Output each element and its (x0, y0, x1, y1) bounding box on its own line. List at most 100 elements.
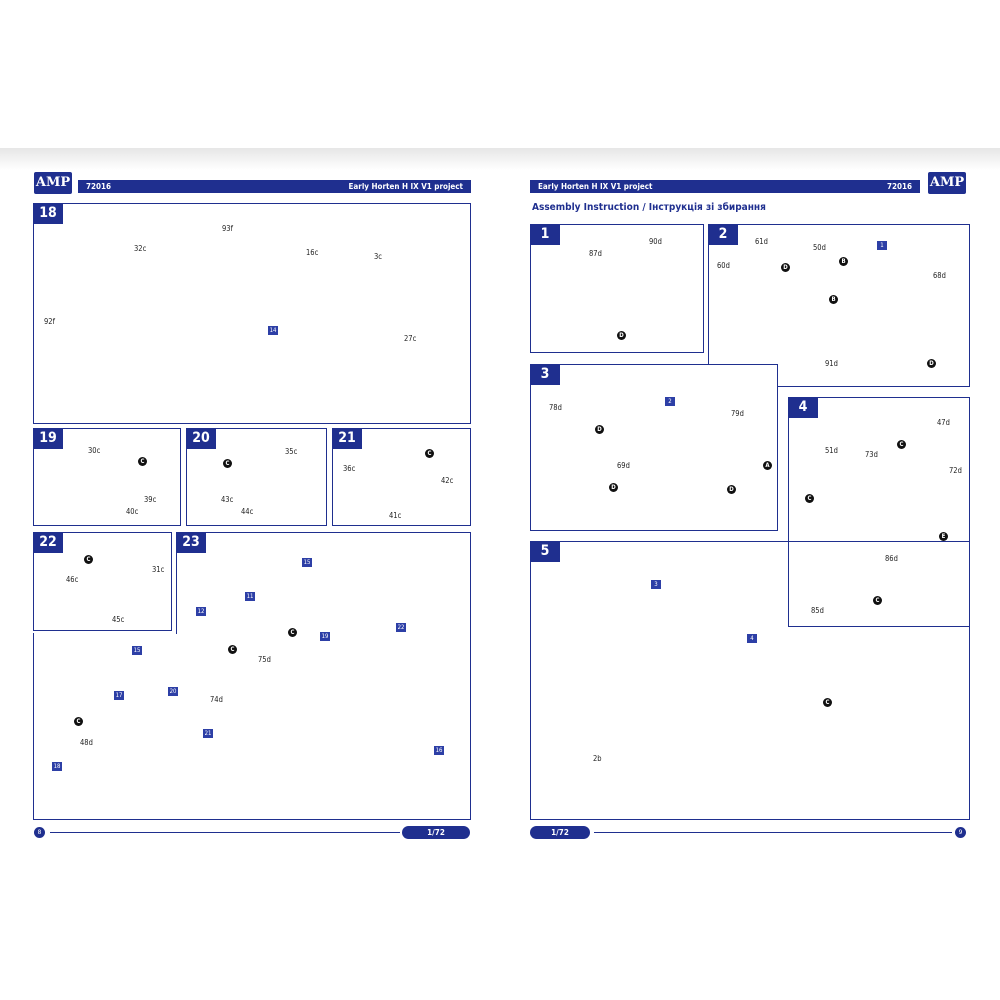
step-19-panel: 19 30c 39c 40c C (33, 428, 181, 526)
page-number-left: 8 (34, 827, 45, 838)
callout-dot: C (84, 555, 93, 564)
part-label: 87d (589, 249, 602, 258)
step-number: 5 (530, 541, 560, 562)
callout-dot: D (595, 425, 604, 434)
step-ref-badge: 20 (168, 687, 178, 696)
part-label: 68d (933, 271, 946, 280)
step-ref-badge: 4 (747, 634, 757, 643)
step-number: 1 (530, 224, 560, 245)
amp-logo-right: AMP (928, 172, 966, 194)
step-5-panel: 5 2b 3 4 C (530, 541, 970, 820)
kit-number-right: 72016 (886, 182, 912, 191)
step-20-panel: 20 35c 43c 44c C (186, 428, 327, 526)
step-number: 19 (33, 428, 63, 449)
part-label: 36c (343, 464, 356, 473)
step-ref-badge: 19 (320, 632, 330, 641)
part-label: 35c (285, 447, 298, 456)
callout-dot: A (763, 461, 772, 470)
kit-title-right: Early Horten H IX V1 project (538, 182, 653, 191)
header-right: Early Horten H IX V1 project 72016 (530, 180, 920, 193)
step-ref-badge: 18 (52, 762, 62, 771)
part-label: 32c (134, 244, 147, 253)
part-label: 69d (617, 461, 630, 470)
part-label: 72d (949, 466, 962, 475)
step-ref-badge: 17 (114, 691, 124, 700)
step-18-panel: 18 32c 93f 16c 3c 92f 27c 14 (33, 203, 471, 424)
step-ref-badge: 1 (877, 241, 887, 250)
amp-logo-left: AMP (34, 172, 72, 194)
step-3-panel: 3 78d 79d 69d 2 D D A D (530, 364, 778, 531)
page-number-right: 9 (955, 827, 966, 838)
part-label: 60d (717, 261, 730, 270)
step-ref-badge: 15 (302, 558, 312, 567)
callout-dot: D (609, 483, 618, 492)
step-21-panel: 21 36c 42c 41c C (332, 428, 471, 526)
part-label: 3c (374, 252, 383, 261)
step-2-panel: 2 61d 50d 60d 68d 91d 1 D B B D (708, 224, 970, 387)
part-label: 44c (241, 507, 254, 516)
callout-dot: C (425, 449, 434, 458)
part-label: 78d (549, 403, 562, 412)
callout-dot: B (829, 295, 838, 304)
step-ref-badge: 21 (203, 729, 213, 738)
callout-dot: D (781, 263, 790, 272)
step-ref-badge: 16 (434, 746, 444, 755)
step-22-panel: 22 31c 46c 45c C (33, 532, 172, 631)
step-number: 4 (788, 397, 818, 418)
step-ref-badge: 3 (651, 580, 661, 589)
step-number: 20 (186, 428, 216, 449)
part-label: 86d (885, 554, 898, 563)
part-label: 61d (755, 237, 768, 246)
part-label: 92f (44, 317, 55, 326)
scale-badge-right: 1/72 (530, 826, 590, 839)
part-label: 91d (825, 359, 838, 368)
part-label: 31c (152, 565, 165, 574)
part-label: 85d (811, 606, 824, 615)
header-left: 72016 Early Horten H IX V1 project (78, 180, 471, 193)
callout-dot: C (228, 645, 237, 654)
part-label: 27c (404, 334, 417, 343)
part-label: 51d (825, 446, 838, 455)
callout-dot: C (223, 459, 232, 468)
part-label: 40c (126, 507, 139, 516)
step-1-panel: 1 87d 90d D (530, 224, 704, 353)
part-label: 41c (389, 511, 402, 520)
step-number: 23 (176, 532, 206, 553)
part-label: 74d (210, 695, 223, 704)
footer-line-right (594, 832, 952, 834)
callout-dot: B (839, 257, 848, 266)
callout-dot: C (823, 698, 832, 707)
part-label: 47d (937, 418, 950, 427)
assembly-subtitle: Assembly Instruction / Інструкція зі зби… (532, 202, 766, 213)
top-shadow-band (0, 148, 1000, 170)
step-23-panel: 23 (176, 532, 471, 634)
callout-dot: D (927, 359, 936, 368)
step-23-lower: 74d 75d 48d (33, 633, 471, 820)
callout-dot: C (873, 596, 882, 605)
callout-dot: C (288, 628, 297, 637)
part-label: 2b (593, 754, 602, 763)
part-label: 50d (813, 243, 826, 252)
footer-line-left (50, 832, 400, 834)
callout-dot: D (617, 331, 626, 340)
part-label: 30c (88, 446, 101, 455)
part-label: 42c (441, 476, 454, 485)
step-ref-badge: 2 (665, 397, 675, 406)
part-label: 39c (144, 495, 157, 504)
step-ref-badge: 15 (132, 646, 142, 655)
callout-dot: E (939, 532, 948, 541)
part-label: 79d (731, 409, 744, 418)
callout-dot: C (805, 494, 814, 503)
step-number: 22 (33, 532, 63, 553)
step-number: 3 (530, 364, 560, 385)
step-number: 21 (332, 428, 362, 449)
step-ref-badge: 11 (245, 592, 255, 601)
step-ref-badge: 22 (396, 623, 406, 632)
step-4-panel: 4 47d 51d 73d 72d 86d 85d C C E C (788, 397, 970, 627)
callout-dot: C (74, 717, 83, 726)
part-label: 93f (222, 224, 233, 233)
callout-dot: C (897, 440, 906, 449)
step-ref-badge: 12 (196, 607, 206, 616)
part-label: 75d (258, 655, 271, 664)
step-number: 18 (33, 203, 63, 224)
